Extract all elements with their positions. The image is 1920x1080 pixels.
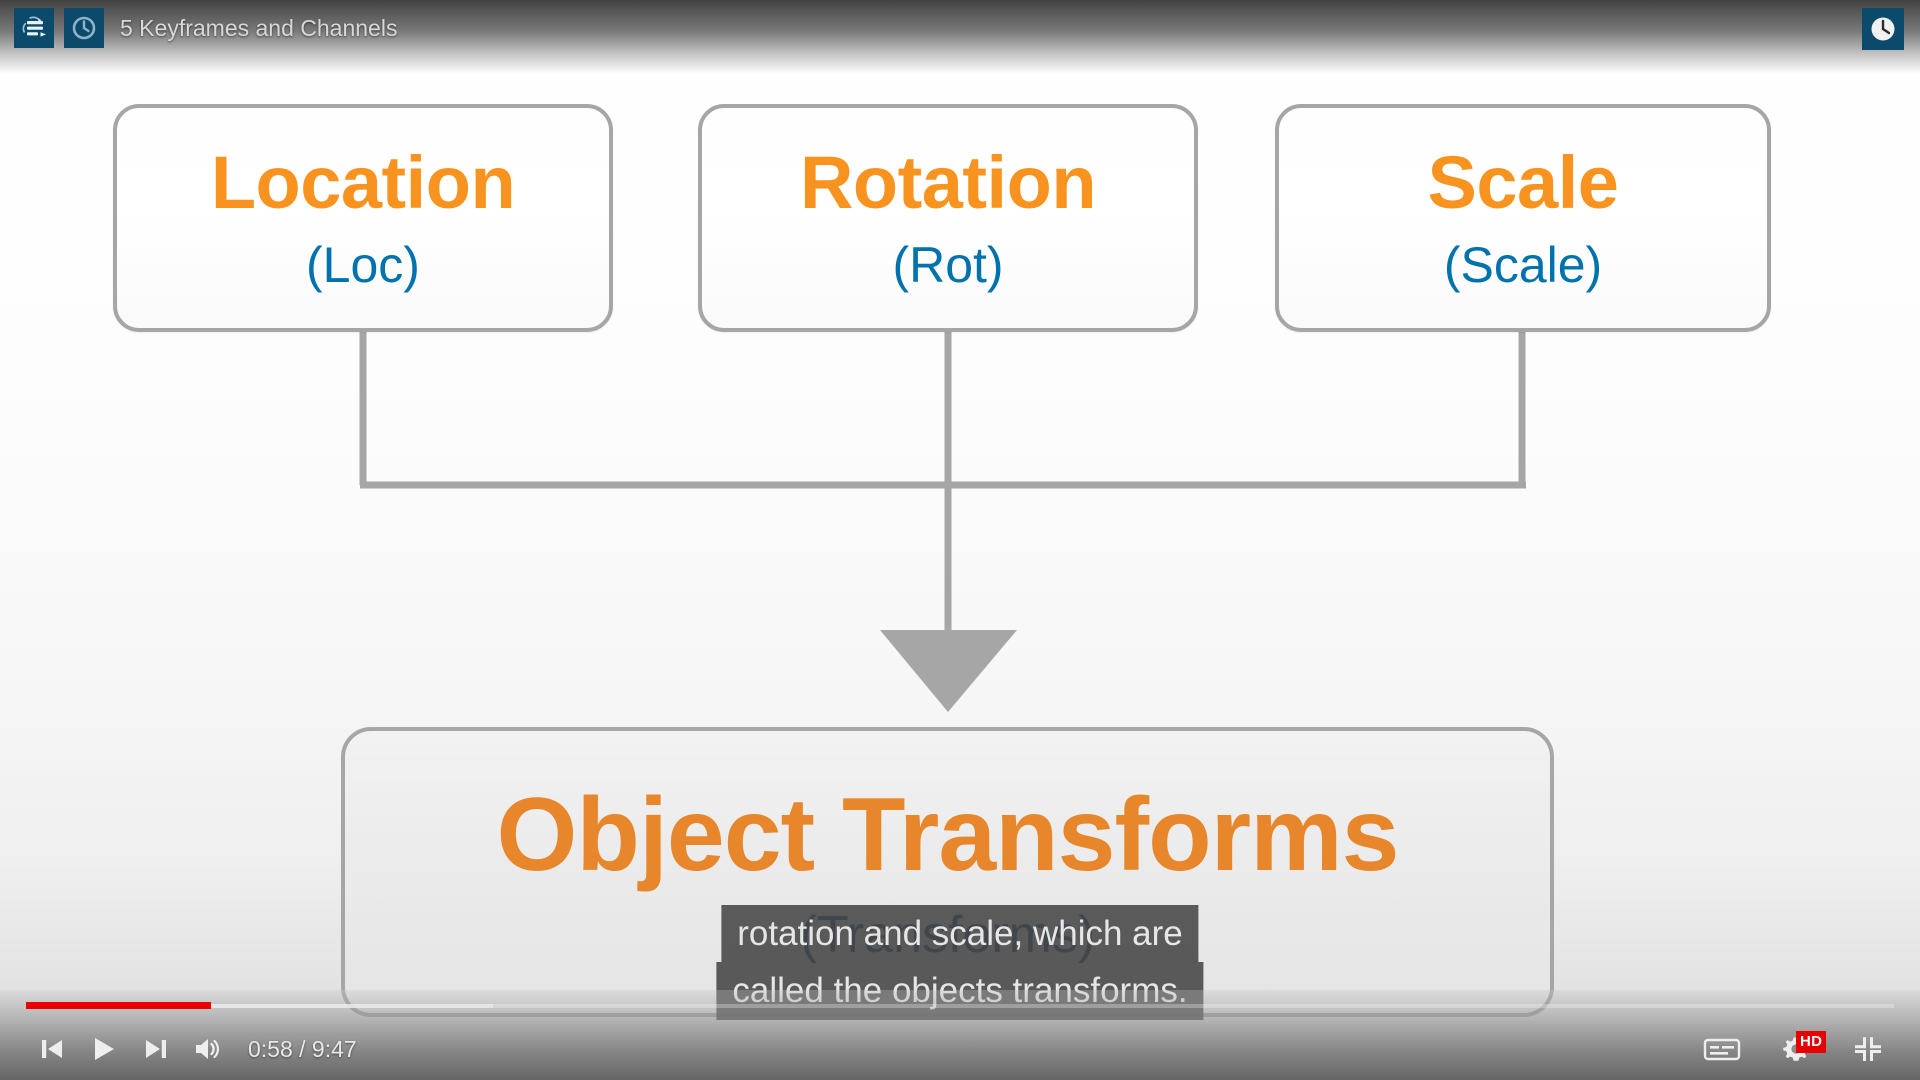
box-title: Location xyxy=(210,141,516,224)
play-icon xyxy=(95,1038,114,1060)
settings-button[interactable]: HD xyxy=(1770,1023,1827,1075)
exit-fullscreen-icon xyxy=(1855,1037,1881,1061)
watch-later-clock-icon[interactable] xyxy=(64,8,104,48)
box-subtitle: (Loc) xyxy=(306,237,420,293)
progress-track[interactable] xyxy=(26,1004,1894,1008)
progress-bar[interactable] xyxy=(0,1002,1920,1010)
exit-fullscreen-button[interactable] xyxy=(1842,1023,1894,1075)
hd-quality-badge: HD xyxy=(1796,1031,1827,1053)
watch-later-button[interactable] xyxy=(1862,8,1904,50)
play-button[interactable] xyxy=(78,1023,130,1075)
box-title: Rotation xyxy=(799,141,1097,224)
result-box-object-transforms: Object Transforms (Transforms) xyxy=(341,727,1554,1017)
progress-played xyxy=(26,1002,211,1009)
player-control-bar: 0:58 / 9:47 HD xyxy=(0,990,1920,1080)
progress-loaded xyxy=(26,1004,493,1008)
subtitles-button[interactable] xyxy=(1696,1023,1748,1075)
time-display: 0:58 / 9:47 xyxy=(248,1035,357,1062)
playlist-queue-icon[interactable] xyxy=(14,8,54,48)
volume-button[interactable] xyxy=(182,1023,234,1075)
transform-box-rotation: Rotation (Rot) xyxy=(698,104,1198,332)
previous-icon xyxy=(42,1040,62,1058)
watch-later-clock-icon xyxy=(1871,17,1895,41)
result-subtitle: (Transforms) xyxy=(799,906,1096,964)
player-top-bar: 5 Keyframes and Channels xyxy=(0,0,1920,74)
result-title: Object Transforms xyxy=(496,777,1400,893)
transform-box-location: Location (Loc) xyxy=(113,104,613,332)
video-title: 5 Keyframes and Channels xyxy=(120,14,398,41)
box-subtitle: (Scale) xyxy=(1443,237,1603,293)
next-icon xyxy=(146,1040,166,1058)
subtitles-icon xyxy=(1703,1038,1741,1061)
box-title: Scale xyxy=(1427,141,1619,224)
previous-video-button[interactable] xyxy=(26,1023,78,1075)
volume-icon xyxy=(196,1039,219,1059)
transform-box-scale: Scale (Scale) xyxy=(1275,104,1771,332)
next-video-button[interactable] xyxy=(130,1023,182,1075)
box-subtitle: (Rot) xyxy=(892,237,1004,293)
